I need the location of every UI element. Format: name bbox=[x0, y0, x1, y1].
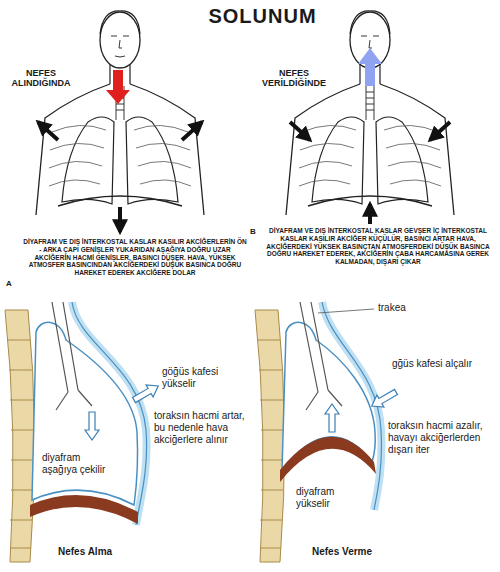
exhale-arrow bbox=[358, 48, 382, 86]
note-label: göğüs kafesi yükselir bbox=[162, 366, 244, 390]
note-label: gğüs kafesi alçalır bbox=[392, 358, 476, 370]
leader-line bbox=[318, 309, 374, 313]
diaphragm-muscle bbox=[30, 495, 138, 524]
torso-figure bbox=[36, 11, 204, 215]
expansion-arrow bbox=[38, 122, 58, 140]
note-label: diyafram aşağıya çekilir bbox=[42, 452, 118, 476]
figure-letter: A bbox=[6, 280, 18, 289]
note-label: toraksın hacmi artar, bu nedenle hava ak… bbox=[154, 410, 250, 446]
phase-name: Nefes Alma bbox=[58, 546, 148, 558]
note-label: diyafram yükselir bbox=[296, 486, 358, 510]
vertebra-lines bbox=[257, 340, 285, 548]
hollow-arrow bbox=[325, 404, 339, 432]
phase-heading: NEFES ALINDIĞINDA bbox=[6, 68, 76, 89]
contraction-arrow bbox=[290, 122, 310, 140]
diaphragm-arrow bbox=[118, 207, 122, 232]
inhale-arrow bbox=[106, 70, 130, 104]
phase-name: Nefes Verme bbox=[312, 546, 402, 558]
figure-letter: B bbox=[250, 228, 262, 237]
hollow-arrow bbox=[131, 380, 162, 406]
part-label: trakea bbox=[378, 302, 438, 314]
contraction-arrow bbox=[430, 122, 450, 140]
caption-text: DİYAFRAM VE DIŞ İNTERKOSTAL KASLAR GEVŞE… bbox=[263, 227, 493, 266]
caption-text: DİYAFRAM VE DIŞ İNTERKOSTAL KASLAR KASIL… bbox=[22, 238, 248, 277]
note-label: toraksın hacmi azalır, havayı akciğerler… bbox=[388, 420, 492, 456]
diaphragm-arrow bbox=[368, 204, 372, 224]
trachea-drawing bbox=[52, 302, 92, 410]
spine-column bbox=[5, 310, 35, 562]
diagram-title: SOLUNUM bbox=[200, 4, 325, 28]
diaphragm-muscle bbox=[280, 437, 376, 482]
hollow-arrow bbox=[85, 412, 99, 440]
trachea-drawing bbox=[300, 302, 342, 410]
chest-wall bbox=[72, 302, 147, 525]
phase-heading: NEFES VERİLDİĞİNDE bbox=[256, 68, 332, 89]
spine-column bbox=[255, 310, 285, 562]
torso-figure bbox=[286, 11, 454, 215]
vertebra-lines bbox=[7, 340, 35, 548]
lung-cavity bbox=[32, 322, 138, 505]
hollow-arrow bbox=[368, 386, 399, 412]
expansion-arrow bbox=[182, 122, 202, 140]
chest-wall-edge bbox=[72, 302, 147, 525]
